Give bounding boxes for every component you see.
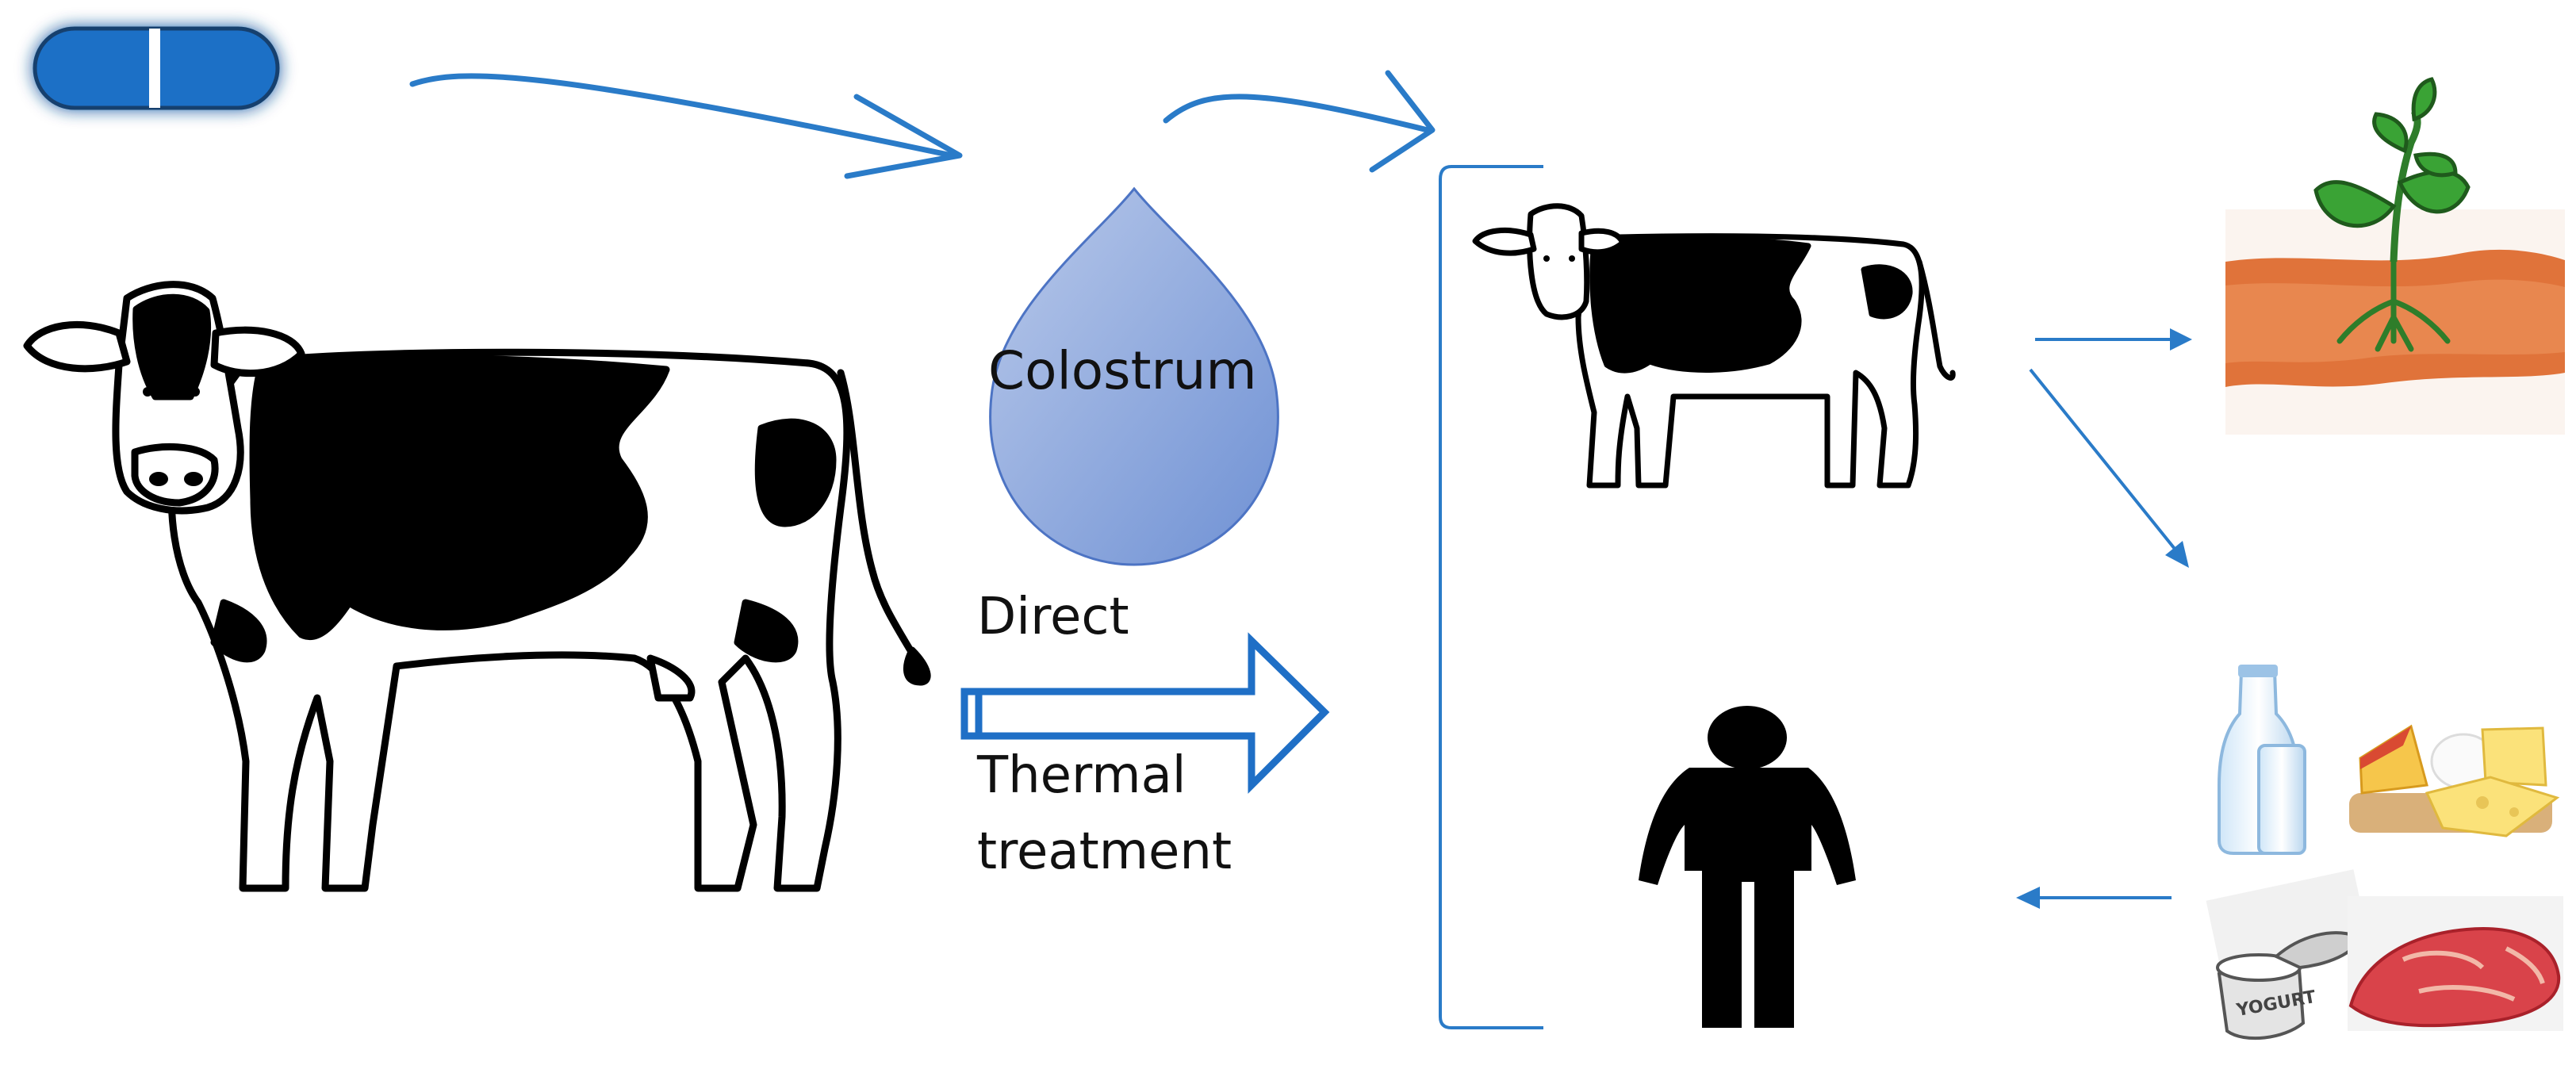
cheese-icon xyxy=(2349,724,2560,837)
person-icon xyxy=(1639,706,1856,1028)
grouping-bracket xyxy=(1439,165,1543,1029)
milk-bottle-icon xyxy=(2218,665,2306,855)
meat-steak-icon xyxy=(2348,896,2563,1031)
direct-label: Direct xyxy=(977,588,1129,646)
arrow-food-to-person xyxy=(2016,887,2172,909)
treatment-label: treatment xyxy=(977,822,1232,881)
arrow-to-plant xyxy=(2035,328,2192,351)
cow-icon xyxy=(23,281,931,892)
small-cow-icon xyxy=(1472,203,1956,489)
colostrum-label: Colostrum xyxy=(988,340,1257,401)
yogurt-cup-icon: YOGURT xyxy=(2206,869,2371,1040)
colostrum-drop-icon xyxy=(989,186,1279,566)
top-curved-arrow-1 xyxy=(409,73,963,179)
top-curved-arrow-2 xyxy=(1163,70,1436,173)
thermal-label: Thermal xyxy=(977,746,1186,805)
plant-in-soil-icon xyxy=(2225,77,2565,435)
capsule-icon xyxy=(33,26,280,110)
hollow-arrow-icon xyxy=(960,632,1330,794)
arrow-to-food xyxy=(2029,368,2189,568)
